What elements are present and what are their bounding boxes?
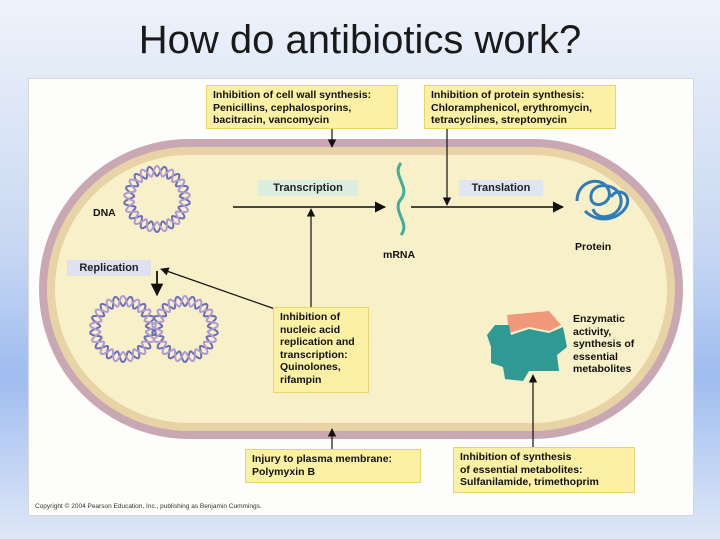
- label-mrna: mRNA: [383, 249, 416, 261]
- label-transcription: Transcription: [258, 180, 358, 196]
- label-protein: Protein: [575, 241, 612, 253]
- mrna-strand: [396, 162, 406, 236]
- label-enzymatic-activity: Enzymatic activity, synthesis of essenti…: [573, 313, 635, 375]
- dna-plasmid: [123, 164, 191, 234]
- substrate-shape: [507, 311, 561, 333]
- label-replication: Replication: [67, 260, 151, 276]
- enzyme-shape: [487, 325, 567, 381]
- replicated-dna-right: [151, 294, 219, 364]
- protein-shape: [575, 179, 630, 221]
- label-dna: DNA: [93, 207, 116, 219]
- note-metabolite-inhibition: Inhibition of synthesis of essential met…: [453, 447, 635, 493]
- label-translation: Translation: [459, 180, 543, 196]
- copyright-notice: Copyright © 2004 Pearson Education, Inc.…: [35, 503, 262, 510]
- note-plasma-membrane-injury: Injury to plasma membrane: Polymyxin B: [245, 449, 421, 483]
- diagram-panel: Inhibition of cell wall synthesis: Penic…: [28, 78, 694, 516]
- diagram-artwork: [89, 129, 630, 449]
- note-cell-wall-synthesis: Inhibition of cell wall synthesis: Penic…: [206, 85, 398, 129]
- note-nucleic-acid-inhibition: Inhibition of nucleic acid replication a…: [273, 307, 369, 393]
- slide-title: How do antibiotics work?: [138, 18, 582, 62]
- replicated-dna-left: [89, 294, 157, 364]
- arrow-nucleic-to-replication: [160, 267, 276, 310]
- note-protein-synthesis: Inhibition of protein synthesis: Chloram…: [424, 85, 616, 129]
